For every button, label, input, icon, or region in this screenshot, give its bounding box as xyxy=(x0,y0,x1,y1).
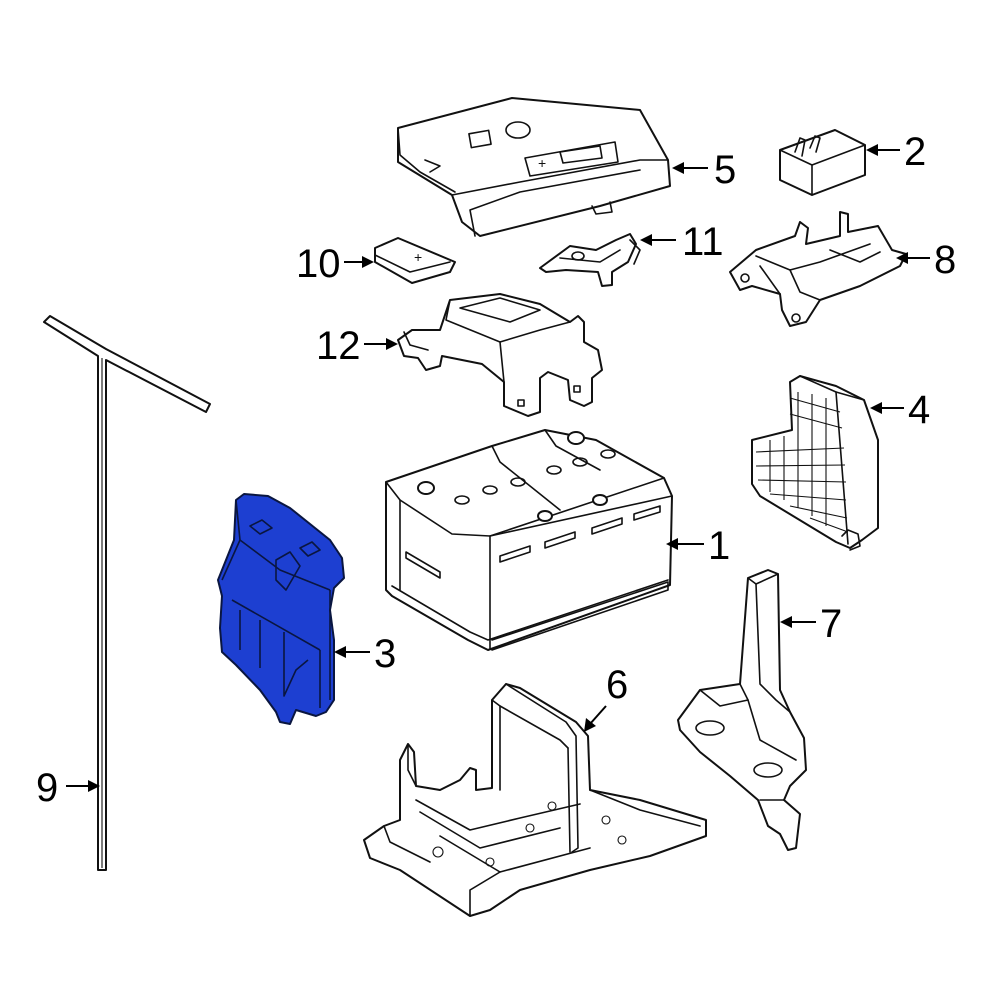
callout-3[interactable]: 3 xyxy=(374,632,396,676)
part-12-holder[interactable] xyxy=(397,293,603,417)
part-7-support-bracket[interactable] xyxy=(677,569,807,851)
cover-plus-mark: + xyxy=(538,155,546,171)
part-9-retaining-rod[interactable] xyxy=(43,315,211,871)
part-1-battery[interactable] xyxy=(385,429,673,651)
callout-12[interactable]: 12 xyxy=(316,324,361,368)
callout-1[interactable]: 1 xyxy=(708,524,730,568)
cap-plus-mark: + xyxy=(414,249,422,265)
callout-11[interactable]: 11 xyxy=(682,220,724,264)
callout-5[interactable]: 5 xyxy=(714,148,736,192)
part-4-insulation-cover[interactable] xyxy=(751,375,879,551)
callout-2[interactable]: 2 xyxy=(904,130,926,174)
callout-6[interactable]: 6 xyxy=(606,663,628,707)
part-6-battery-tray[interactable] xyxy=(363,683,707,917)
callout-9[interactable]: 9 xyxy=(36,766,58,810)
callout-leaders xyxy=(66,144,930,792)
part-2-fuse-box[interactable] xyxy=(779,129,866,196)
callout-4[interactable]: 4 xyxy=(908,388,930,432)
callout-10[interactable]: 10 xyxy=(296,242,341,286)
part-3-highlighted-cover[interactable] xyxy=(217,493,345,725)
callout-8[interactable]: 8 xyxy=(934,238,956,282)
part-8-bracket[interactable] xyxy=(729,211,907,327)
part-11-cable-clip[interactable] xyxy=(539,233,641,287)
part-10-terminal-cap[interactable]: + xyxy=(374,237,456,284)
callout-7[interactable]: 7 xyxy=(820,602,842,646)
callout-labels: 1 2 3 4 5 6 7 8 9 10 11 12 xyxy=(36,130,956,810)
part-5-battery-cover[interactable]: + xyxy=(397,97,671,237)
